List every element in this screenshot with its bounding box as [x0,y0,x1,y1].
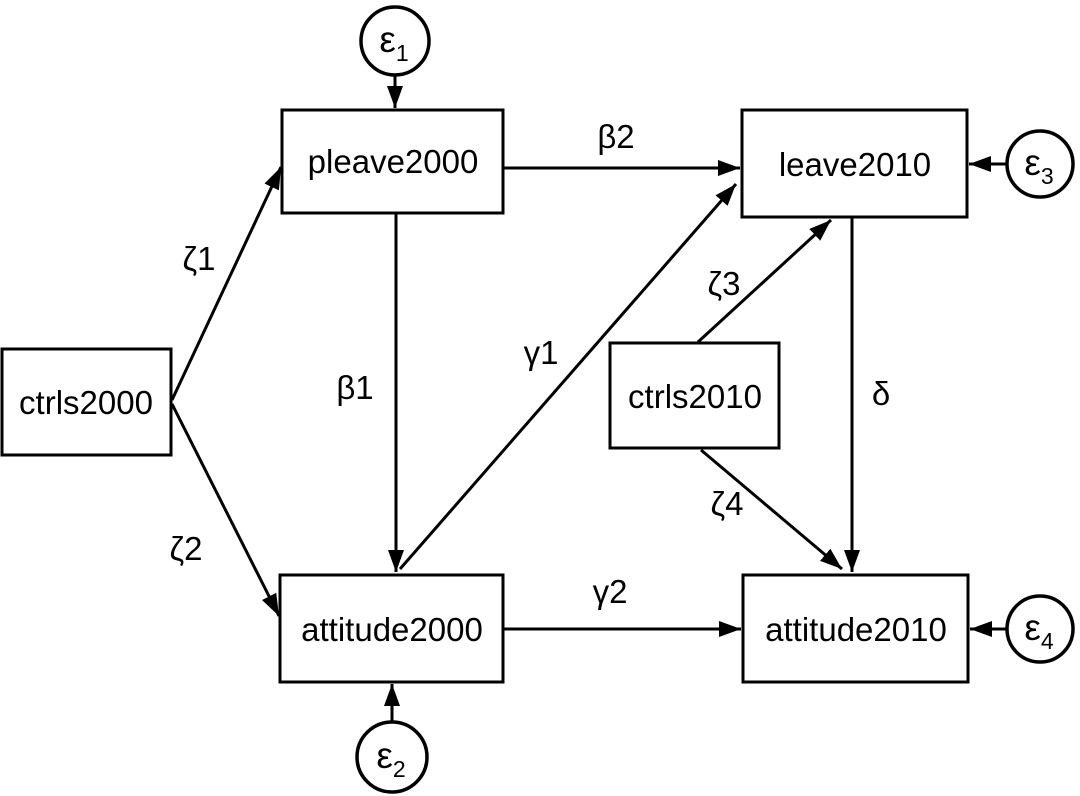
node-ctrls2000-label: ctrls2000 [19,384,153,421]
node-eps1: ε1 [359,5,431,77]
node-eps2-label: ε2 [376,735,405,782]
node-eps4-circle [1005,594,1075,664]
node-ctrls2010: ctrls2010 [608,341,781,450]
node-eps3: ε3 [1005,129,1075,199]
node-ctrls2000-box [0,347,173,457]
edge-label-zeta1: ζ1 [183,240,216,277]
edge-zeta4 [700,448,843,571]
node-eps2-circle [355,720,429,794]
node-eps4: ε4 [1005,594,1075,664]
node-pleave2000: pleave2000 [280,108,505,215]
node-leave2010: leave2010 [740,108,969,219]
edge-label-beta1: β1 [336,369,373,406]
edge-label-gamma1: γ1 [524,334,559,371]
node-eps3-circle [1005,129,1075,199]
node-eps1-label: ε1 [379,19,408,66]
node-attitude2000-box [278,573,505,684]
node-ctrls2010-box [608,341,781,450]
edge-zeta2 [170,403,281,617]
node-ctrls2000: ctrls2000 [0,347,173,457]
node-ctrls2010-label: ctrls2010 [628,378,762,415]
node-attitude2010: attitude2010 [741,573,970,684]
node-eps2: ε2 [355,720,429,794]
edge-zeta1 [170,166,283,401]
edge-label-delta: δ [872,375,890,412]
node-pleave2000-label: pleave2000 [308,143,479,180]
edge-label-zeta4: ζ4 [711,485,744,522]
edge-label-zeta2: ζ2 [170,530,203,567]
edge-label-beta2: β2 [597,118,634,155]
node-leave2010-box [740,108,969,219]
node-attitude2010-box [741,573,970,684]
node-attitude2000: attitude2000 [278,573,505,684]
node-leave2010-label: leave2010 [779,146,931,183]
node-eps1-circle [359,5,431,77]
node-eps3-label: ε3 [1024,142,1053,189]
edge-zeta3 [696,218,833,344]
node-attitude2000-label: attitude2000 [301,611,483,648]
edge-label-zeta3: ζ3 [708,265,741,302]
edge-label-gamma2: γ2 [593,573,628,610]
edge-gamma1 [398,183,738,570]
node-eps4-label: ε4 [1024,607,1054,654]
node-pleave2000-box [280,108,505,215]
node-attitude2010-label: attitude2010 [765,611,947,648]
